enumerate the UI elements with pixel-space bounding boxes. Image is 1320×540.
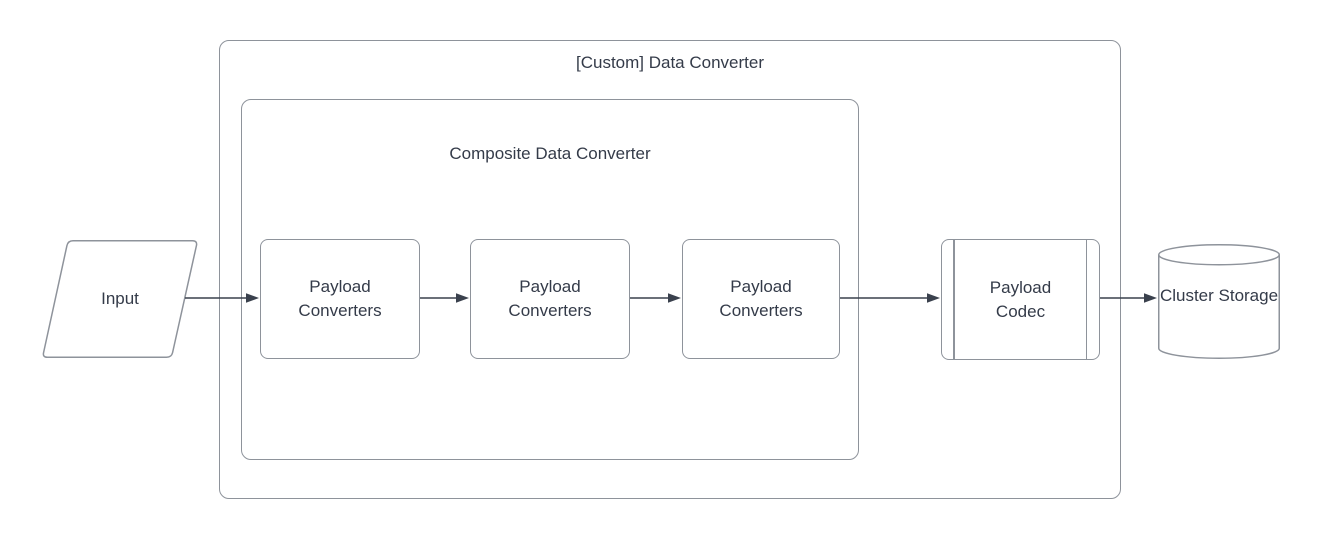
composite-data-converter-container: Composite Data Converter	[241, 99, 859, 460]
payload-converters-node-2: Payload Converters	[470, 239, 630, 359]
custom-data-converter-container: [Custom] Data Converter	[219, 40, 1121, 499]
composite-data-converter-title: Composite Data Converter	[449, 144, 651, 163]
payload-codec-node: Payload Codec	[941, 239, 1100, 360]
payload-converters-node-1: Payload Converters	[260, 239, 420, 359]
cluster-storage-node: Cluster Storage	[1158, 244, 1280, 359]
payload-codec-label: Payload Codec	[989, 277, 1052, 321]
predefined-process-right-bar	[1085, 240, 1087, 359]
payload-converters-label-1: Payload Converters	[298, 277, 382, 320]
cylinder-shape	[1158, 244, 1280, 359]
custom-data-converter-title: [Custom] Data Converter	[575, 53, 764, 72]
parallelogram-shape	[42, 240, 198, 358]
input-node: Input	[42, 240, 198, 358]
predefined-process-left-bar	[953, 240, 955, 359]
input-label: Input	[101, 289, 139, 308]
payload-converters-label-3: Payload Converters	[719, 277, 803, 320]
cluster-storage-label: Cluster Storage	[1159, 286, 1279, 305]
payload-converters-node-3: Payload Converters	[682, 239, 840, 359]
payload-converters-label-2: Payload Converters	[508, 277, 592, 320]
